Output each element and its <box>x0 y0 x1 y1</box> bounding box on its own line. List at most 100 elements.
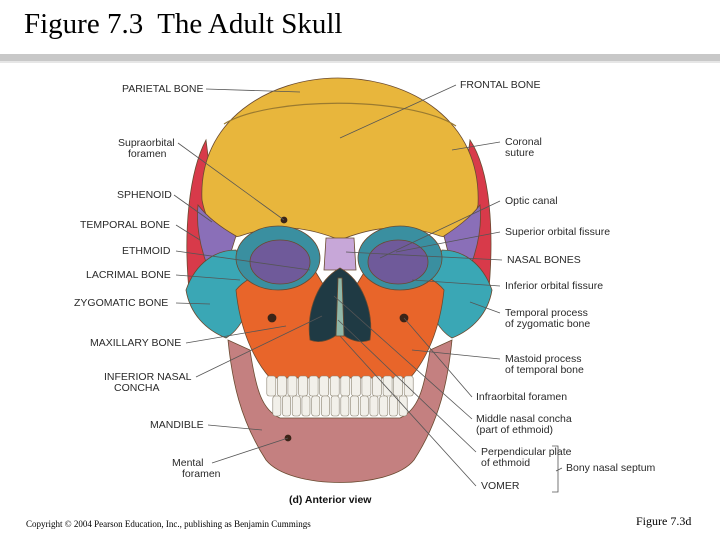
lower-tooth <box>350 395 359 417</box>
label-maxillary: MAXILLARY BONE <box>90 337 181 349</box>
upper-tooth <box>308 375 319 397</box>
coronal-suture-line <box>223 102 457 127</box>
label-frontal: FRONTAL BONE <box>460 79 541 91</box>
upper-tooth <box>287 375 298 397</box>
leader-frontal <box>339 84 457 139</box>
label-inferior-orbital: Inferior orbital fissure <box>505 280 603 292</box>
label-line: ETHMOID <box>122 245 171 257</box>
leader-mandible <box>207 424 263 431</box>
label-line: ZYGOMATIC BONE <box>74 297 168 309</box>
label-line: Infraorbital foramen <box>476 391 567 403</box>
leader-sphenoid <box>173 194 213 223</box>
label-optic: Optic canal <box>505 195 558 207</box>
lower-tooth <box>301 395 311 417</box>
label-line: Mastoid process <box>505 353 581 365</box>
lower-tooth <box>282 395 291 417</box>
leader-maxillary <box>185 325 287 344</box>
leader-nasal <box>345 251 503 261</box>
label-middle-nasal: Middle nasal concha(part of ethmoid) <box>476 413 572 436</box>
upper-tooth <box>372 375 382 397</box>
label-line: MANDIBLE <box>150 419 204 431</box>
label-sphenoid: SPHENOID <box>117 189 172 201</box>
leader-zygomatic <box>175 302 211 305</box>
lower-tooth <box>379 395 389 417</box>
leader-temporal-process <box>469 301 501 314</box>
label-line: foramen <box>182 468 221 480</box>
leader-middle-nasal <box>333 295 473 420</box>
label-superior-orbital: Superior orbital fissure <box>505 226 610 238</box>
frontal-bone <box>201 77 479 241</box>
page-title: Figure 7.3 The Adult Skull <box>24 8 343 40</box>
orbit-right-inner <box>367 239 429 285</box>
figure-reference: Figure 7.3d <box>636 514 692 528</box>
upper-tooth <box>393 375 404 397</box>
leader-mental <box>211 437 289 464</box>
lower-tooth <box>311 395 321 417</box>
nasal-bones <box>323 237 357 271</box>
label-line: foramen <box>128 148 167 160</box>
upper-tooth <box>277 375 287 397</box>
label-line: Coronal <box>505 136 542 148</box>
label-infraorbital: Infraorbital foramen <box>476 391 567 403</box>
lower-tooth <box>291 395 301 417</box>
leader-temporal <box>175 224 201 241</box>
upper-tooth <box>403 375 414 397</box>
lower-tooth <box>359 395 369 417</box>
label-line: Middle nasal concha <box>476 413 572 425</box>
lower-tooth <box>340 395 350 417</box>
leader-vomer <box>339 335 477 487</box>
label-line: Temporal process <box>505 307 588 319</box>
leader-lines <box>173 84 563 493</box>
nasal-septum <box>335 277 345 337</box>
upper-tooth <box>298 375 308 397</box>
title-divider-shadow <box>0 61 720 63</box>
upper-tooth <box>319 375 330 397</box>
leader-bony-septum <box>555 467 563 472</box>
label-line: Superior orbital fissure <box>505 226 610 238</box>
leader-parietal <box>205 88 301 93</box>
label-line: NASAL BONES <box>507 254 581 266</box>
leader-perpendicular <box>337 319 477 453</box>
label-nasal: NASAL BONES <box>507 254 581 266</box>
upper-tooth <box>329 375 340 397</box>
label-line: VOMER <box>481 480 520 492</box>
label-line: of temporal bone <box>505 364 584 376</box>
orbit-left-inner <box>249 239 311 285</box>
leader-supraorbital <box>177 142 285 221</box>
teeth-upper <box>266 375 414 397</box>
leader-infraorbital <box>403 317 473 398</box>
label-line: of ethmoid <box>481 457 530 469</box>
upper-tooth <box>382 375 393 397</box>
mandible-bone <box>227 339 453 483</box>
leader-coronal <box>451 141 501 151</box>
label-line: of zygomatic bone <box>505 318 590 330</box>
lower-tooth <box>369 395 379 417</box>
lower-tooth <box>330 395 340 417</box>
label-line: SPHENOID <box>117 189 172 201</box>
leader-inferior-orbital <box>411 279 501 287</box>
label-mandible: MANDIBLE <box>150 419 204 431</box>
label-line: Supraorbital <box>118 137 175 149</box>
leader-ethmoid <box>175 250 311 271</box>
label-line: suture <box>505 147 534 159</box>
label-line: Bony nasal septum <box>566 462 656 474</box>
copyright-text: Copyright © 2004 Pearson Education, Inc.… <box>26 519 311 529</box>
label-line: INFERIOR NASAL <box>104 371 192 383</box>
lower-tooth <box>321 395 330 417</box>
view-label: (d) Anterior view <box>289 494 372 506</box>
label-line: CONCHA <box>114 382 160 394</box>
label-line: PARIETAL BONE <box>122 83 204 95</box>
label-line: FRONTAL BONE <box>460 79 541 91</box>
label-zygomatic: ZYGOMATIC BONE <box>74 297 168 309</box>
leader-mastoid <box>411 349 501 360</box>
label-line: TEMPORAL BONE <box>80 219 170 231</box>
label-parietal: PARIETAL BONE <box>122 83 204 95</box>
